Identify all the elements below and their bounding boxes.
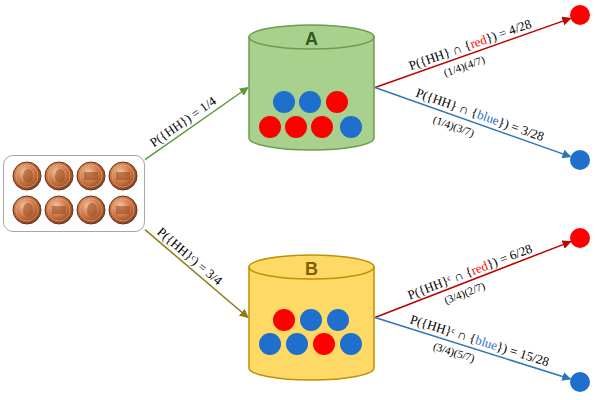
- coin-tray: [3, 155, 145, 232]
- branch-arrow: [145, 88, 248, 160]
- label-part: P({HH} ∩ {: [414, 85, 480, 121]
- label-part: }) = 3/28: [496, 115, 546, 145]
- branch-arrow: [375, 18, 571, 87]
- branch-arrow: [375, 318, 570, 379]
- outcome-dot: [570, 150, 590, 170]
- label-part: P({HH}ᶜ ∩ {: [408, 312, 478, 347]
- label-part: P({HH}ᶜ) = 3/4: [154, 224, 225, 288]
- outcome-circle: [570, 5, 590, 25]
- outcome-circle: [570, 228, 590, 248]
- circle-outline: [570, 228, 590, 248]
- label-part: P({HH}) = 1/4: [147, 94, 219, 151]
- outcome-dot: [570, 372, 590, 392]
- circle-outline: [570, 150, 590, 170]
- urn-cylinder: A: [248, 25, 375, 150]
- branch-arrow: [375, 242, 571, 318]
- cylinder-top: [249, 255, 374, 279]
- probability-label: P({HH}ᶜ ∩ {blue}) = 15/28: [408, 313, 550, 369]
- probability-label: P({HH}ᶜ) = 3/4: [155, 225, 225, 287]
- outcome-dot: [570, 228, 590, 248]
- branch-arrow: [375, 88, 571, 157]
- circle-outline: [570, 372, 590, 392]
- cylinder-body: [249, 267, 374, 380]
- label-part: }) = 6/28: [484, 240, 534, 271]
- branch-arrow: [145, 230, 248, 318]
- probability-label: P({HH}) = 1/4: [148, 94, 219, 149]
- node-title: B: [248, 259, 375, 279]
- label-part: }) = 15/28: [495, 339, 551, 370]
- node-title: A: [248, 29, 375, 49]
- cylinder-body: [249, 37, 374, 150]
- outcome-dot: [570, 5, 590, 25]
- cylinder-top: [249, 25, 374, 49]
- outcome-circle: [570, 150, 590, 170]
- probability-label: P({HH} ∩ {blue}) = 3/28: [414, 86, 545, 143]
- outcome-circle: [570, 372, 590, 392]
- circle-outline: [570, 5, 590, 25]
- urn-cylinder: B: [248, 255, 375, 380]
- label-part: }) = 4/28: [483, 16, 533, 46]
